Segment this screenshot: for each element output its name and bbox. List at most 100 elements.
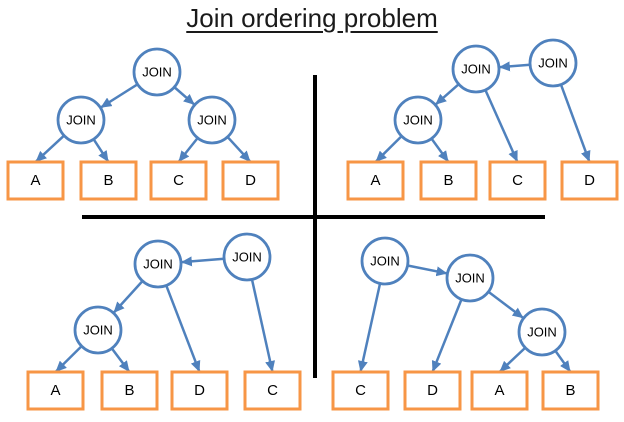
join-node-tl-join-root: JOIN <box>132 47 182 97</box>
edge-arrow-bl-join-mid-to-bl-d <box>165 285 201 372</box>
table-box <box>541 370 600 411</box>
table-box <box>26 370 85 411</box>
join-node-label: JOIN <box>403 113 433 128</box>
table-node-br-d: D <box>403 370 462 411</box>
edge-arrow-br-join-mid-to-br-join-low <box>487 290 524 319</box>
edge-arrow-tr-join-root-to-tr-join-mid <box>498 61 531 72</box>
edge-arrow-tr-join-root-to-tr-d <box>559 84 591 162</box>
edge-arrow-tl-join-ab-to-tl-b <box>92 138 109 162</box>
table-node-tr-c: C <box>488 160 547 201</box>
join-node-label: JOIN <box>455 271 485 286</box>
join-node-label: JOIN <box>197 113 227 128</box>
nodes-layer: JOIN JOIN JOIN A B C D JOIN JOIN JOIN A B C D JOIN JOIN… <box>6 38 619 411</box>
table-label: B <box>124 382 134 399</box>
edge-arrow-tr-join-low-to-tr-a <box>375 135 403 163</box>
table-box <box>170 370 229 411</box>
edge-arrow-bl-join-mid-to-bl-join-low <box>113 280 144 314</box>
edge-arrow-br-join-mid-to-br-d <box>431 298 463 373</box>
table-box <box>149 160 208 201</box>
table-node-tl-d: D <box>221 160 280 201</box>
table-box <box>79 160 138 201</box>
table-box <box>100 370 159 411</box>
table-label: A <box>494 382 504 399</box>
edge-arrow-tr-join-mid-to-tr-c <box>484 89 519 162</box>
table-node-tr-a: A <box>346 160 405 201</box>
join-node-tr-join-mid: JOIN <box>451 44 501 94</box>
table-node-tl-c: C <box>149 160 208 201</box>
edge-arrow-tr-join-low-to-tr-b <box>430 137 449 162</box>
table-node-br-a: A <box>470 370 529 411</box>
join-node-tl-join-cd: JOIN <box>187 95 237 145</box>
table-node-tr-b: B <box>419 160 478 201</box>
edges-layer <box>35 61 591 373</box>
join-node-tr-join-low: JOIN <box>393 95 443 145</box>
table-box <box>331 370 390 411</box>
edge-arrow-bl-join-root-to-bl-join-mid <box>180 256 225 267</box>
table-label: C <box>355 382 366 399</box>
table-node-br-b: B <box>541 370 600 411</box>
join-node-bl-join-root: JOIN <box>222 232 272 282</box>
join-circle <box>132 47 182 97</box>
edge-arrow-br-join-low-to-br-a <box>499 346 527 373</box>
join-circle <box>133 239 183 289</box>
table-label: D <box>584 172 595 189</box>
table-box <box>470 370 529 411</box>
join-node-bl-join-low: JOIN <box>73 305 123 355</box>
join-node-label: JOIN <box>461 62 491 77</box>
table-node-bl-c: C <box>243 370 302 411</box>
edge-arrow-br-join-root-to-br-c <box>357 283 382 372</box>
join-node-label: JOIN <box>527 325 557 340</box>
edge-arrow-br-join-low-to-br-b <box>554 350 571 372</box>
edge-arrow-tl-join-ab-to-tl-a <box>35 134 65 163</box>
table-node-tr-d: D <box>560 160 619 201</box>
table-label: A <box>370 172 380 189</box>
join-node-label: JOIN <box>66 113 96 128</box>
table-box <box>243 370 302 411</box>
table-label: D <box>194 382 205 399</box>
table-label: B <box>443 172 453 189</box>
edge-arrow-tl-join-root-to-tl-join-cd <box>173 86 195 106</box>
table-node-br-c: C <box>331 370 390 411</box>
edge-arrow-bl-join-low-to-bl-a <box>55 345 83 373</box>
join-node-br-join-mid: JOIN <box>445 253 495 303</box>
table-box <box>403 370 462 411</box>
join-node-label: JOIN <box>538 56 568 71</box>
table-label: C <box>512 172 523 189</box>
join-circle <box>528 38 578 88</box>
join-circle <box>451 44 501 94</box>
table-node-tl-a: A <box>6 160 65 201</box>
edge-arrow-bl-join-low-to-bl-b <box>110 347 130 373</box>
join-circle <box>187 95 237 145</box>
table-label: C <box>267 382 278 399</box>
table-label: A <box>30 172 40 189</box>
join-circle <box>360 236 410 286</box>
table-box <box>560 160 619 201</box>
join-circle <box>73 305 123 355</box>
join-circle <box>56 95 106 145</box>
edge-arrow-tl-join-root-to-tl-join-ab <box>100 83 139 109</box>
join-node-label: JOIN <box>143 257 173 272</box>
table-node-bl-a: A <box>26 370 85 411</box>
edge-arrow-br-join-root-to-br-join-mid <box>407 264 448 277</box>
table-label: A <box>50 382 60 399</box>
table-label: D <box>427 382 438 399</box>
join-circle <box>445 253 495 303</box>
join-node-label: JOIN <box>83 323 113 338</box>
quadrant-dividers <box>82 75 545 378</box>
table-label: D <box>245 172 256 189</box>
join-node-label: JOIN <box>232 250 262 265</box>
table-box <box>419 160 478 201</box>
join-node-label: JOIN <box>370 254 400 269</box>
table-node-bl-d: D <box>170 370 229 411</box>
table-box <box>221 160 280 201</box>
table-node-bl-b: B <box>100 370 159 411</box>
table-label: C <box>173 172 184 189</box>
join-circle <box>517 307 567 357</box>
edge-arrow-tr-join-mid-to-tr-join-low <box>435 83 460 106</box>
edge-arrow-tl-join-cd-to-tl-c <box>178 137 199 163</box>
table-label: B <box>565 382 575 399</box>
join-node-tl-join-ab: JOIN <box>56 95 106 145</box>
join-node-label: JOIN <box>142 65 172 80</box>
table-box <box>488 160 547 201</box>
